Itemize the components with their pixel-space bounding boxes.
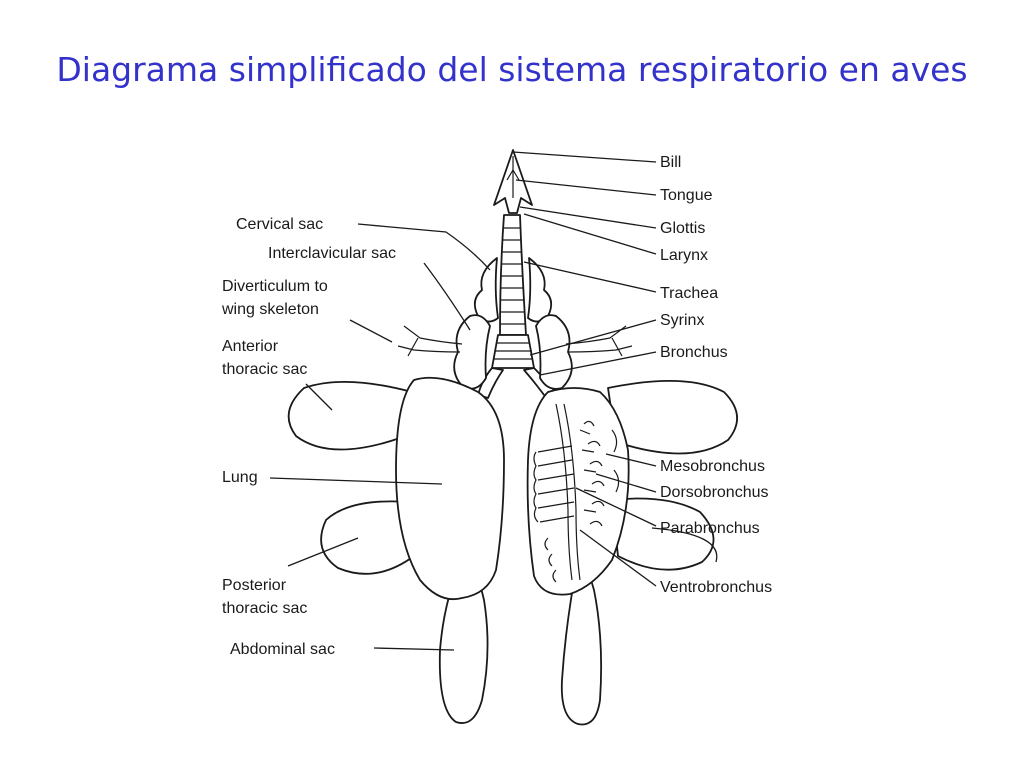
- label-abdominal-sac: Abdominal sac: [230, 641, 335, 658]
- label-posterior-line1: Posterior: [222, 577, 287, 594]
- label-dorsobronchus: Dorsobronchus: [660, 484, 769, 501]
- label-glottis: Glottis: [660, 220, 705, 237]
- label-lung: Lung: [222, 469, 258, 486]
- label-interclavicular-sac: Interclavicular sac: [268, 245, 396, 262]
- label-bronchus: Bronchus: [660, 344, 728, 361]
- label-anterior-line2: thoracic sac: [222, 361, 307, 378]
- label-posterior-line2: thoracic sac: [222, 600, 307, 617]
- posterior-thoracic-sac-shape: [320, 497, 715, 575]
- bill-shape: [493, 149, 533, 214]
- page-title: Diagrama simplificado del sistema respir…: [56, 50, 968, 89]
- label-tongue: Tongue: [660, 187, 713, 204]
- label-parabronchus: Parabronchus: [660, 520, 760, 537]
- label-mesobronchus: Mesobronchus: [660, 458, 765, 475]
- anterior-thoracic-sac-shape: [287, 379, 738, 455]
- label-diverticulum-line2: wing skeleton: [221, 301, 319, 318]
- label-syrinx: Syrinx: [660, 312, 704, 329]
- syrinx-shape: [491, 334, 535, 369]
- label-larynx: Larynx: [660, 247, 708, 264]
- label-anterior-line1: Anterior: [222, 338, 279, 355]
- label-cervical-sac: Cervical sac: [236, 216, 323, 233]
- label-trachea: Trachea: [660, 285, 718, 302]
- label-bill: Bill: [660, 154, 681, 171]
- label-ventrobronchus: Ventrobronchus: [660, 579, 772, 596]
- interclavicular-sac-shape: [453, 314, 573, 390]
- leader-lines: [269, 151, 718, 651]
- trachea-shape: [499, 214, 527, 336]
- abdominal-sac-shape: [438, 559, 603, 726]
- label-diverticulum-line1: Diverticulum to: [222, 278, 328, 295]
- left-lung-shape: [395, 376, 505, 601]
- right-lung-shape: [526, 387, 630, 596]
